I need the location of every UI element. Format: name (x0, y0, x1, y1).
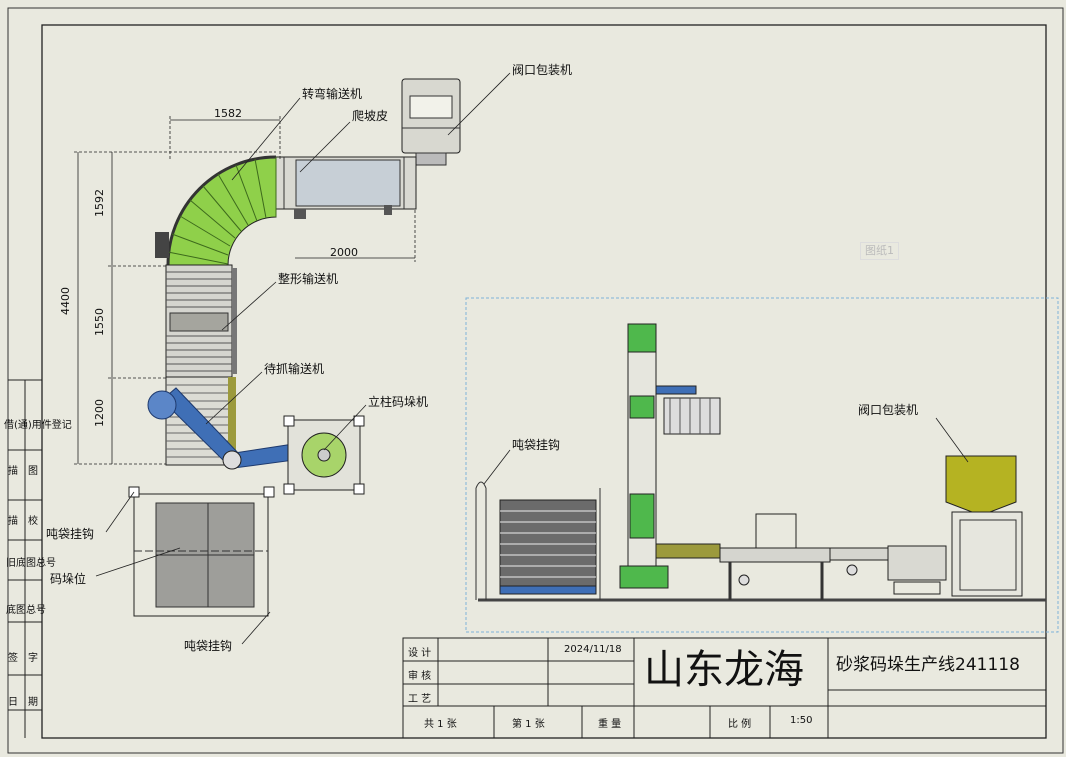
tb-drawing-title: 砂浆码垛生产线241118 (836, 655, 1020, 675)
dim-waiting-length: 1200 (93, 399, 106, 427)
view-label: 图纸1 (860, 242, 899, 260)
margin-item-5: 签 字 (8, 653, 38, 664)
shaping-conveyor (165, 264, 237, 378)
tb-total-sheets: 共 1 张 (424, 719, 457, 730)
margin-item-2: 描 校 (8, 516, 38, 527)
dim-turn-height: 1592 (93, 189, 106, 217)
tb-process: 工 艺 (408, 694, 432, 705)
dim-belt-length: 2000 (330, 246, 358, 259)
valve-packer-elevation (935, 417, 1023, 597)
pallet-position-plan (128, 486, 275, 617)
turn-conveyor (155, 155, 277, 266)
dimension-lines (74, 116, 416, 465)
margin-item-4: 底图总号 (6, 605, 46, 616)
tb-company: 山东龙海 (644, 647, 804, 693)
leader-lines-plan (95, 72, 511, 645)
conveyor-line-elevation (719, 513, 947, 600)
label-waiting-conveyor: 待抓输送机 (264, 362, 325, 376)
label-column-palletizer: 立柱码垛机 (368, 395, 429, 409)
label-turn-conveyor: 转弯输送机 (302, 87, 363, 101)
left-margin-table (8, 379, 42, 738)
tb-scale-label: 比 例 (728, 719, 752, 730)
column-palletizer-plan (147, 387, 365, 495)
elevation-view-frame (465, 297, 1059, 633)
tb-design: 设 计 (408, 648, 432, 659)
pallet-stack-elevation (499, 499, 597, 595)
label-bag-hook-plan-top: 吨袋挂钩 (46, 527, 95, 541)
tb-sheet-no: 第 1 张 (512, 719, 545, 730)
tb-review: 审 核 (408, 671, 432, 682)
title-block-grid (402, 637, 1047, 739)
label-valve-packer-elevation: 阀口包装机 (858, 403, 919, 417)
label-pallet-position: 码垛位 (50, 572, 87, 586)
margin-item-3: 旧底图总号 (6, 558, 56, 569)
dim-total-height: 4400 (59, 287, 72, 315)
dim-turn-width: 1582 (214, 107, 242, 120)
label-bag-hook-elevation: 吨袋挂钩 (512, 438, 561, 452)
label-bag-hook-plan-bottom: 吨袋挂钩 (184, 639, 233, 653)
margin-item-1: 描 图 (8, 466, 38, 477)
label-incline-belt: 爬坡皮 (352, 109, 389, 123)
incline-belt-conveyor (275, 156, 417, 219)
tb-date: 2024/11/18 (564, 644, 622, 655)
label-shaping-conveyor: 整形输送机 (278, 272, 339, 286)
tb-scale: 1:50 (790, 715, 813, 726)
tb-weight: 重 量 (598, 719, 622, 730)
margin-item-6: 日 期 (8, 697, 38, 708)
bag-hook-elevation (475, 449, 601, 600)
column-palletizer-elevation (619, 323, 721, 589)
dim-shaping-length: 1550 (93, 308, 106, 336)
margin-item-0: 借(通)用件登记 (4, 420, 72, 431)
valve-packer-top-view (401, 78, 461, 166)
label-valve-packer-plan: 阀口包装机 (512, 63, 573, 77)
